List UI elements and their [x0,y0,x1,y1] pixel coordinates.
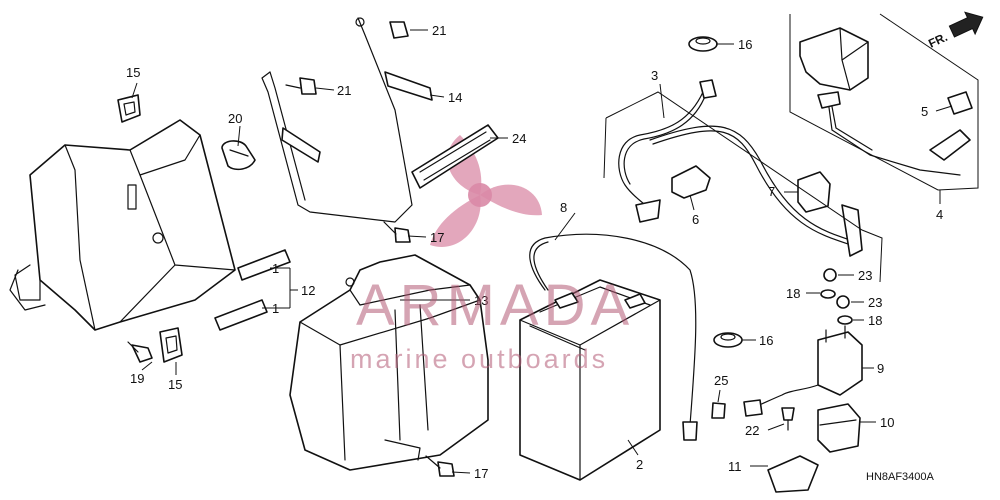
clamp-20 [221,140,256,171]
rubber-pad-1-lower [214,299,268,331]
callout-17-lower: 17 [474,466,488,481]
bolt-25 [711,402,726,419]
callout-15-top: 15 [126,65,140,80]
callout-18-lower: 18 [868,313,882,328]
callout-1-upper: 1 [272,261,279,276]
callout-9: 9 [877,361,884,376]
bolt-21-upper [355,17,409,39]
callout-22: 22 [745,423,759,438]
callout-14: 14 [448,90,462,105]
callout-23-lower: 23 [868,295,882,310]
callout-23-upper: 23 [858,268,872,283]
cable-8 [529,233,698,441]
front-label: FR. [926,30,949,51]
screw-22 [781,407,795,431]
hold-down-rod [261,17,413,223]
propeller-logo-icon [430,135,542,247]
callout-1-lower: 1 [272,301,279,316]
starter-relay-9 [743,325,863,417]
bolt-17-lower [425,455,455,477]
boot-7 [797,171,831,213]
grommet-16-upper [688,36,718,52]
watermark-logo [430,135,542,247]
drawing-code: HN8AF3400A [866,471,935,483]
assembly-outline [603,13,979,283]
callout-4: 4 [936,207,943,222]
callout-25: 25 [714,373,728,388]
clip-15-bottom [159,327,183,363]
bolt-21-lower [285,77,317,95]
callout-16-lower: 16 [759,333,773,348]
battery-tray [9,119,236,331]
nut-23-lower [836,295,850,309]
callout-13: 13 [474,293,488,308]
callout-19: 19 [130,371,144,386]
strap-14 [281,71,433,163]
callout-24: 24 [512,131,526,146]
callout-15-bottom: 15 [168,377,182,392]
callout-21-lower: 21 [337,83,351,98]
callout-18-upper: 18 [786,286,800,301]
callout-16-upper: 16 [738,37,752,52]
callout-6: 6 [692,212,699,227]
callout-3: 3 [651,68,658,83]
battery-cover [289,254,489,471]
plate-24 [411,124,499,189]
callout-10: 10 [880,415,894,430]
fuse-holder-cap [799,27,869,91]
front-arrow-icon [948,11,984,38]
cable-3 [618,79,863,257]
bracket-11 [767,455,819,493]
boot-6 [671,165,711,199]
callout-17-upper: 17 [430,230,444,245]
callout-7: 7 [768,184,775,199]
battery [519,279,661,481]
nut-23-upper [823,268,837,282]
callout-12: 12 [301,283,315,298]
bolt-19 [127,341,153,363]
callout-labels: 15 20 21 21 14 24 17 17 13 12 1 1 19 15 … [126,23,943,481]
callout-20: 20 [228,111,242,126]
wire-harness-4 [817,91,971,176]
watermark-tagline: marine outboards [350,344,608,374]
washer-18-lower [837,315,853,325]
clip-15-top [117,94,141,123]
front-direction-indicator: FR. [926,11,984,51]
relay-mount-10 [817,403,861,453]
washer-18-upper [820,289,836,299]
grommet-16-lower [713,332,743,348]
callout-21-upper: 21 [432,23,446,38]
callout-11: 11 [728,459,742,474]
callout-5: 5 [921,104,928,119]
nut-5 [947,91,973,115]
callout-8: 8 [560,200,567,215]
bolt-17-upper [383,221,411,243]
watermark-brand: ARMADA [356,273,634,338]
callout-2: 2 [636,457,643,472]
rubber-pad-1-upper [237,249,291,281]
leader-lines [131,29,953,474]
